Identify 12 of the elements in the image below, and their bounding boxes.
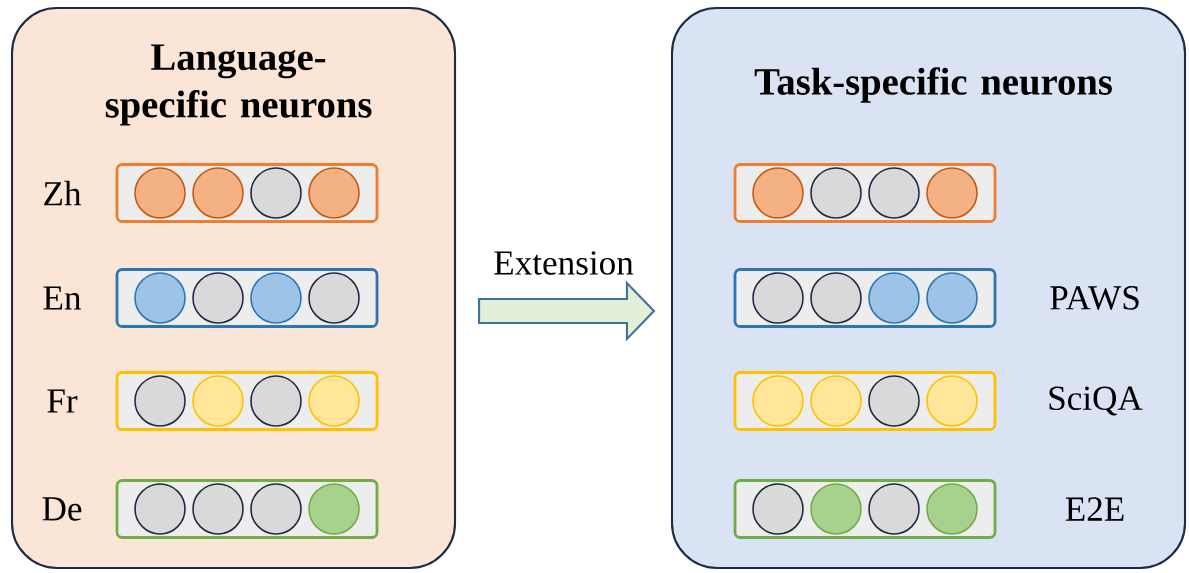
row-label: Fr <box>47 389 78 413</box>
panel-title: Language-specific neurons <box>105 44 372 126</box>
block-arrow <box>478 280 656 342</box>
row-label: De <box>42 497 82 521</box>
panel-title: Task-specific neurons <box>754 67 1112 103</box>
row-label: Zh <box>44 180 82 206</box>
row-label: E2E <box>1065 497 1124 521</box>
row-label: PAWS <box>1050 286 1139 310</box>
edge-label: Extension <box>494 251 634 275</box>
row-label: En <box>43 286 81 310</box>
row-label: SciQA <box>1049 386 1143 416</box>
neuron-row <box>733 163 997 223</box>
